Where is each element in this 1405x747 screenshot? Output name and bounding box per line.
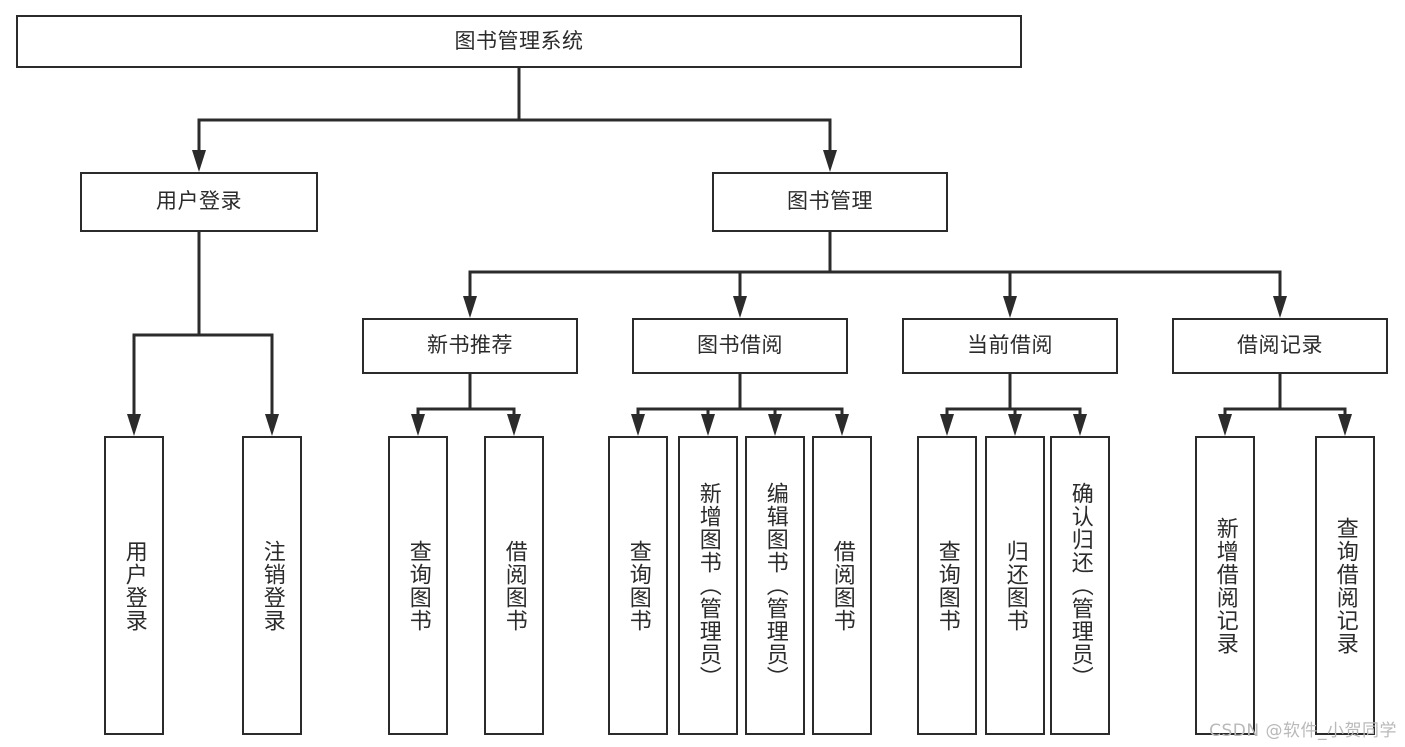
node-label: 当前借阅 bbox=[967, 333, 1053, 358]
node-label: 新增借阅记录 bbox=[1212, 516, 1238, 655]
watermark: CSDN @软件_小贺同学 bbox=[1209, 721, 1397, 741]
arrowhead bbox=[1273, 296, 1287, 318]
arrowhead bbox=[265, 414, 279, 436]
node-records[interactable]: 借阅记录 bbox=[1172, 318, 1388, 374]
arrowhead bbox=[411, 414, 425, 436]
node-label: 新增图书（管理员） bbox=[695, 482, 721, 689]
arrowhead bbox=[823, 150, 837, 172]
node-l_q1[interactable]: 查询图书 bbox=[388, 436, 448, 735]
node-bookmgmt[interactable]: 图书管理 bbox=[712, 172, 948, 232]
node-l_addrec[interactable]: 新增借阅记录 bbox=[1195, 436, 1255, 735]
node-label: 图书管理 bbox=[787, 189, 873, 214]
node-label: 查询借阅记录 bbox=[1332, 516, 1358, 655]
node-label: 借阅记录 bbox=[1237, 333, 1323, 358]
node-label: 借阅图书 bbox=[501, 539, 527, 632]
node-l_login[interactable]: 用户登录 bbox=[104, 436, 164, 735]
node-label: 图书管理系统 bbox=[454, 28, 584, 53]
arrowhead bbox=[127, 414, 141, 436]
arrowhead bbox=[768, 414, 782, 436]
node-l_edit[interactable]: 编辑图书（管理员） bbox=[745, 436, 805, 735]
node-label: 查询图书 bbox=[934, 539, 960, 632]
node-label: 用户登录 bbox=[156, 189, 242, 214]
node-l_return[interactable]: 归还图书 bbox=[985, 436, 1045, 735]
node-label: 确认归还（管理员） bbox=[1067, 482, 1093, 689]
node-l_b2[interactable]: 借阅图书 bbox=[812, 436, 872, 735]
node-login[interactable]: 用户登录 bbox=[80, 172, 318, 232]
node-l_add[interactable]: 新增图书（管理员） bbox=[678, 436, 738, 735]
node-label: 查询图书 bbox=[405, 539, 431, 632]
node-l_confirm[interactable]: 确认归还（管理员） bbox=[1050, 436, 1110, 735]
arrowhead bbox=[733, 296, 747, 318]
arrowhead bbox=[507, 414, 521, 436]
node-l_q3[interactable]: 查询图书 bbox=[917, 436, 977, 735]
arrowhead bbox=[940, 414, 954, 436]
node-l_logout[interactable]: 注销登录 bbox=[242, 436, 302, 735]
arrowhead bbox=[1218, 414, 1232, 436]
node-label: 用户登录 bbox=[121, 539, 147, 632]
node-label: 借阅图书 bbox=[829, 539, 855, 632]
node-label: 注销登录 bbox=[259, 539, 285, 632]
node-l_q2[interactable]: 查询图书 bbox=[608, 436, 668, 735]
arrowhead bbox=[631, 414, 645, 436]
arrowhead bbox=[1003, 296, 1017, 318]
node-l_b1[interactable]: 借阅图书 bbox=[484, 436, 544, 735]
node-l_qrec[interactable]: 查询借阅记录 bbox=[1315, 436, 1375, 735]
arrowhead bbox=[1073, 414, 1087, 436]
node-label: 编辑图书（管理员） bbox=[762, 482, 788, 689]
arrowhead bbox=[835, 414, 849, 436]
node-label: 新书推荐 bbox=[427, 333, 513, 358]
arrowhead bbox=[1338, 414, 1352, 436]
node-borrow[interactable]: 图书借阅 bbox=[632, 318, 848, 374]
arrowhead bbox=[701, 414, 715, 436]
node-label: 查询图书 bbox=[625, 539, 651, 632]
node-label: 图书借阅 bbox=[697, 333, 783, 358]
node-root[interactable]: 图书管理系统 bbox=[16, 15, 1022, 68]
arrowhead bbox=[192, 150, 206, 172]
node-label: 归还图书 bbox=[1002, 539, 1028, 632]
arrowhead bbox=[463, 296, 477, 318]
node-newbook[interactable]: 新书推荐 bbox=[362, 318, 578, 374]
arrowhead bbox=[1008, 414, 1022, 436]
node-current[interactable]: 当前借阅 bbox=[902, 318, 1118, 374]
